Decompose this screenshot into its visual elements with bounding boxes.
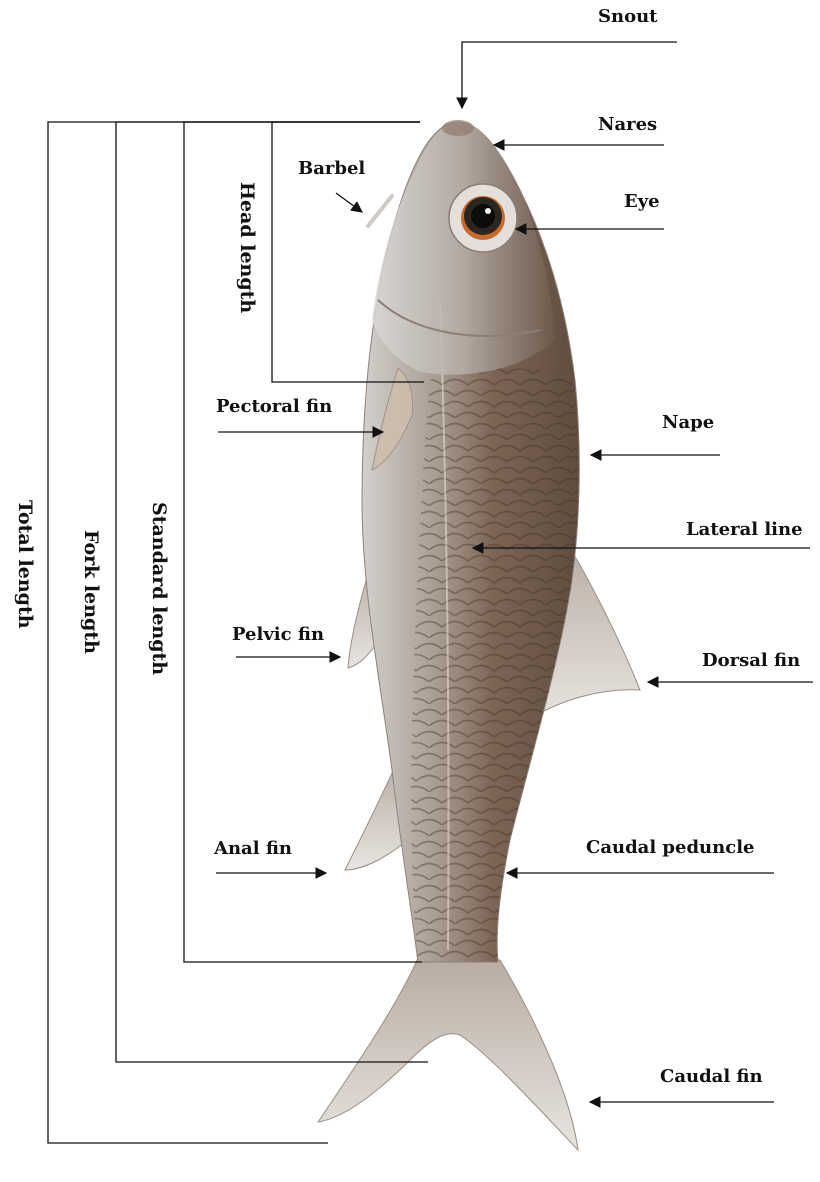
barbel-mark bbox=[368, 196, 392, 226]
pelvic-fin-label: Pelvic fin bbox=[232, 626, 324, 644]
barbel-label: Barbel bbox=[298, 160, 365, 178]
nape-label: Nape bbox=[662, 414, 714, 432]
snout-label: Snout bbox=[598, 8, 658, 26]
eye-mark bbox=[449, 184, 517, 252]
total-length-label: Total length bbox=[15, 500, 34, 629]
fork-length-label: Fork length bbox=[81, 530, 100, 654]
lateral-line-label: Lateral line bbox=[686, 521, 803, 539]
dorsal-fin-label: Dorsal fin bbox=[702, 652, 800, 670]
nares-label: Nares bbox=[598, 116, 657, 134]
fish-head-shape bbox=[372, 122, 555, 375]
snout-tip bbox=[442, 120, 474, 136]
snout-arrow-icon bbox=[462, 42, 677, 108]
eye-label: Eye bbox=[624, 193, 660, 211]
head-length-label: Head length bbox=[237, 182, 256, 313]
fish-illustration-icon bbox=[318, 120, 640, 1150]
caudal-fin-label: Caudal fin bbox=[660, 1068, 763, 1086]
caudal-peduncle-label: Caudal peduncle bbox=[586, 839, 754, 857]
pectoral-fin-label: Pectoral fin bbox=[216, 398, 332, 416]
barbel-arrow-icon bbox=[336, 193, 362, 212]
standard-length-label: Standard length bbox=[149, 502, 168, 675]
caudal-fin-shape bbox=[318, 958, 578, 1150]
anal-fin-label: Anal fin bbox=[214, 840, 292, 858]
